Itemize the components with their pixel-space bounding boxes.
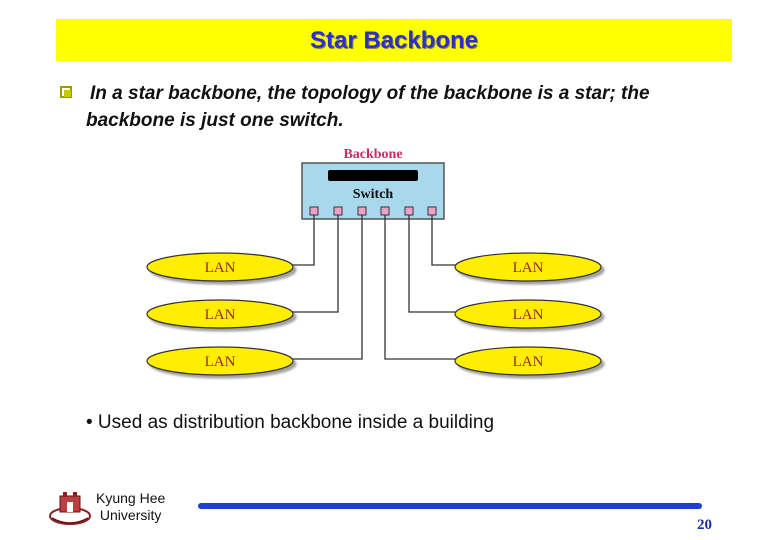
lan-labels: LAN LAN LAN LAN LAN LAN bbox=[205, 260, 544, 370]
link-3 bbox=[292, 215, 363, 360]
link-2 bbox=[292, 215, 339, 313]
link-1 bbox=[292, 215, 315, 266]
lan-label: LAN bbox=[513, 307, 544, 323]
link-6 bbox=[431, 215, 456, 266]
bullet-text: In a star backbone, the topology of the … bbox=[86, 80, 726, 134]
sub-bullet-text: • Used as distribution backbone inside a… bbox=[86, 412, 495, 433]
backbone-label: Backbone bbox=[343, 147, 402, 162]
lan-right-1 bbox=[454, 252, 602, 282]
lan-label: LAN bbox=[513, 354, 544, 370]
switch-bar bbox=[328, 170, 418, 181]
university-name: Kyung Hee University bbox=[96, 490, 165, 524]
lan-label: LAN bbox=[205, 307, 236, 323]
switch-label: Switch bbox=[353, 187, 394, 202]
university-line-1: Kyung Hee bbox=[96, 490, 166, 506]
port-5 bbox=[404, 206, 414, 216]
footer-divider bbox=[198, 503, 702, 509]
university-logo-icon bbox=[49, 492, 91, 525]
lan-left-2 bbox=[146, 299, 294, 329]
lan-left-1 bbox=[146, 252, 294, 282]
port-2 bbox=[333, 206, 343, 216]
port-4 bbox=[380, 206, 390, 216]
slide-title: Star Backbone bbox=[309, 27, 479, 54]
lan-label: LAN bbox=[205, 354, 236, 370]
checkbox-bullet-icon bbox=[60, 86, 72, 98]
port-6 bbox=[427, 206, 437, 216]
link-5 bbox=[408, 215, 456, 313]
lan-right-2 bbox=[454, 299, 602, 329]
lan-label: LAN bbox=[513, 260, 544, 276]
bullet-line-2: backbone is just one switch. bbox=[86, 110, 344, 131]
port-1 bbox=[309, 206, 319, 216]
university-line-2: University bbox=[99, 507, 162, 523]
page-number: 20 bbox=[697, 517, 712, 533]
connection-lines bbox=[292, 215, 456, 360]
link-4 bbox=[384, 215, 456, 360]
lan-right-3 bbox=[454, 346, 602, 376]
lan-label: LAN bbox=[205, 260, 236, 276]
title-bar: Star Backbone bbox=[56, 19, 732, 61]
bullet-line-1: In a star backbone, the topology of the … bbox=[90, 83, 650, 104]
lan-ellipses bbox=[146, 252, 602, 376]
lan-left-3 bbox=[146, 346, 294, 376]
port-3 bbox=[357, 206, 367, 216]
